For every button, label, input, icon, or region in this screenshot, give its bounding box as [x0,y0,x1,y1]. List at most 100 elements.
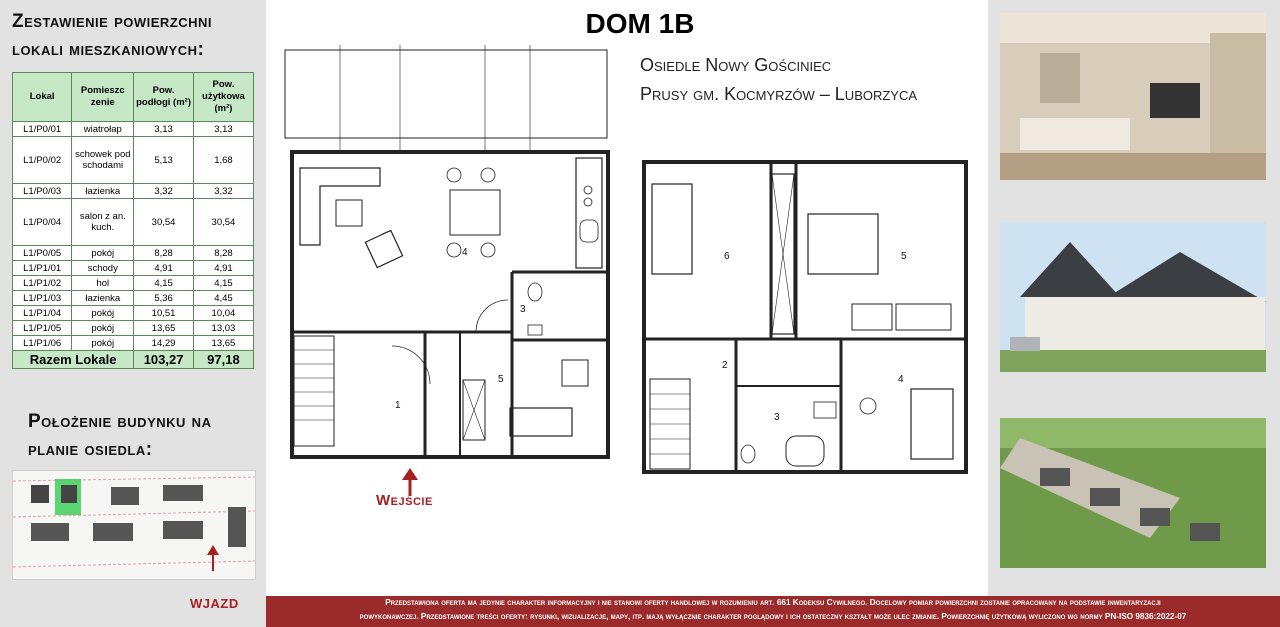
room-number-4: 4 [462,247,468,258]
building-block [61,485,77,503]
table-cell-lokal: L1/P0/01 [11,121,73,137]
table-cell-lokal: L1/P1/06 [11,335,73,351]
table-cell-lokal: L1/P0/05 [11,245,73,261]
table-cell-floor: 10,51 [133,305,194,321]
table-cell-usable: 1,68 [192,136,255,184]
table-header-row: Lokal Pomieszc zenie Pow. podłogi (m²) P… [11,72,255,122]
total-label: Razem Lokale [11,350,135,369]
building-block [163,521,203,539]
table-total-row: Razem Lokale 103,27 97,18 [11,350,255,369]
table-cell-floor: 13,65 [133,320,194,336]
header-room: Pomieszc zenie [71,72,135,122]
table-cell-room: schowek pod schodami [71,136,135,184]
room-number-3: 3 [774,412,780,423]
room-number-1: 1 [395,400,401,411]
building-block [31,523,69,541]
address-line2: Prusy gm. Kocmyrzów – Luborzyca [640,84,918,104]
table-cell-floor: 30,54 [133,198,194,246]
entry-arrow-icon [207,545,219,555]
ground-floor-plan: 4 3 5 1 [284,45,610,496]
table-cell-lokal: L1/P0/04 [11,198,73,246]
table-cell-room: hol [71,275,135,291]
total-floor: 103,27 [133,350,194,369]
wjazd-label: WJAZD [190,596,239,611]
table-cell-floor: 14,29 [133,335,194,351]
table-cell-lokal: L1/P1/05 [11,320,73,336]
table-cell-usable: 30,54 [192,198,255,246]
table-cell-usable: 8,28 [192,245,255,261]
building-block [228,507,246,547]
interior-photo [1000,13,1266,180]
table-cell-room: salon z an. kuch. [71,198,135,246]
table-cell-room: łazienka [71,290,135,306]
header-floor-area: Pow. podłogi (m²) [133,72,194,122]
table-cell-usable: 13,65 [192,335,255,351]
building-block [111,487,139,505]
table-cell-lokal: L1/P1/03 [11,290,73,306]
table-cell-floor: 8,28 [133,245,194,261]
table-cell-floor: 3,32 [133,183,194,199]
location-title-line1: Położenie budynku na [28,411,212,432]
disclaimer-footer: Przedstawiona oferta ma jedynie charakte… [266,596,1280,627]
entrance-label: Wejście [376,492,433,509]
table-cell-lokal: L1/P1/01 [11,260,73,276]
table-title-line1: Zestawienie powierzchni [12,11,213,32]
table-cell-usable: 3,13 [192,121,255,137]
site-plan-map [12,470,256,580]
table-cell-usable: 13,03 [192,320,255,336]
room-number-5: 5 [498,374,504,385]
table-cell-lokal: L1/P0/02 [11,136,73,184]
table-cell-room: pokój [71,245,135,261]
table-cell-room: wiatrołap [71,121,135,137]
building-block [93,523,133,541]
header-usable-area: Pow. użytkowa (m²) [192,72,255,122]
room-number-4: 4 [898,374,904,385]
room-number-6: 6 [724,251,730,262]
building-block [163,485,203,501]
location-title: Położenie budynku na planie osiedla: [28,408,258,464]
table-cell-room: pokój [71,320,135,336]
table-cell-floor: 5,13 [133,136,194,184]
right-panel [988,0,1280,598]
room-number-3: 3 [520,304,526,315]
building-block [31,485,49,503]
address-line1: Osiedle Nowy Gościniec [640,55,832,75]
table-cell-usable: 10,04 [192,305,255,321]
disclaimer-line2: powykonawczej. Przedstawione treści ofer… [359,612,1187,621]
table-cell-floor: 4,15 [133,275,194,291]
table-cell-floor: 3,13 [133,121,194,137]
aerial-photo [1000,418,1266,568]
table-cell-lokal: L1/P1/02 [11,275,73,291]
first-floor-plan: 6 5 2 3 4 [642,160,968,474]
area-table: Lokal Pomieszc zenie Pow. podłogi (m²) P… [11,72,255,369]
location-title-line2: planie osiedla: [28,439,153,460]
table-cell-usable: 4,91 [192,260,255,276]
table-cell-room: pokój [71,305,135,321]
table-cell-lokal: L1/P1/04 [11,305,73,321]
header-lokal: Lokal [11,72,73,122]
room-number-2: 2 [722,360,728,371]
table-title-line2: lokali mieszkaniowych: [12,39,205,60]
exterior-photo [1000,222,1266,372]
table-cell-room: pokój [71,335,135,351]
table-cell-floor: 5,36 [133,290,194,306]
table-cell-lokal: L1/P0/03 [11,183,73,199]
table-cell-usable: 3,32 [192,183,255,199]
total-usable: 97,18 [192,350,255,369]
table-cell-usable: 4,15 [192,275,255,291]
disclaimer-line1: Przedstawiona oferta ma jedynie charakte… [385,598,1161,607]
table-title: Zestawienie powierzchni lokali mieszkani… [12,8,262,64]
table-cell-usable: 4,45 [192,290,255,306]
